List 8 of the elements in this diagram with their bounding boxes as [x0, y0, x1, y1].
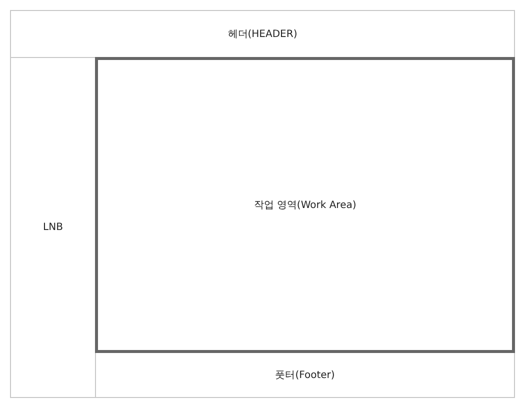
region-label: 헤더(HEADER) — [228, 28, 298, 41]
header-bar — [10, 10, 515, 58]
region-label: 작업 영역(Work Area) — [254, 199, 356, 212]
region-label: LNB — [43, 222, 63, 233]
footer-bar — [95, 351, 515, 398]
work-area-panel — [95, 57, 515, 353]
side-navigation-panel — [10, 57, 96, 398]
region-label: 풋터(Footer) — [275, 368, 335, 382]
